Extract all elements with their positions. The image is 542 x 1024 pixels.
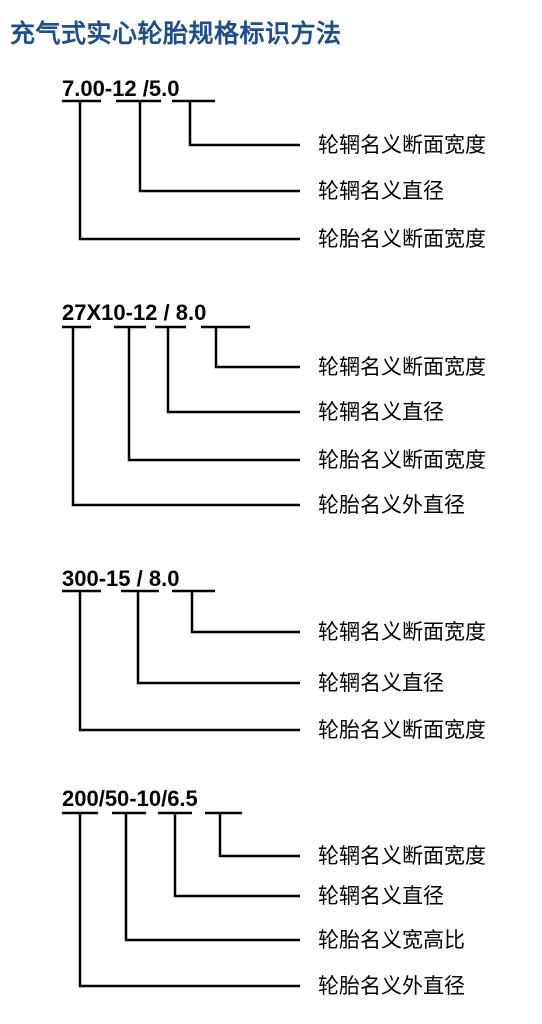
spec-label: 轮辋名义直径 bbox=[318, 179, 444, 203]
spec-code: 7.00-12 /5.0 bbox=[62, 76, 179, 101]
leader-line bbox=[166, 327, 300, 414]
leader-line bbox=[136, 591, 300, 685]
spec-label: 轮辋名义断面宽度 bbox=[318, 844, 486, 868]
spec-label: 轮胎名义断面宽度 bbox=[318, 227, 486, 251]
spec-group-1: 7.00-12 /5.0 轮辋名义断面宽度 轮辋名义直径 轮胎名义断面宽度 bbox=[62, 76, 486, 251]
spec-label: 轮胎名义断面宽度 bbox=[318, 718, 486, 742]
page-title: 充气式实心轮胎规格标识方法 bbox=[10, 19, 342, 48]
spec-label: 轮辋名义断面宽度 bbox=[318, 355, 486, 379]
spec-label: 轮胎名义断面宽度 bbox=[318, 448, 486, 472]
spec-label: 轮辋名义断面宽度 bbox=[318, 133, 486, 157]
spec-group-4: 200/50-10/6.5 轮辋名义断面宽度 轮辋名义直径 轮胎名义宽高比 轮胎… bbox=[62, 786, 486, 998]
spec-label: 轮辋名义断面宽度 bbox=[318, 620, 486, 644]
leader-line bbox=[214, 327, 300, 369]
spec-label: 轮胎名义外直径 bbox=[318, 493, 465, 517]
leader-line bbox=[218, 813, 300, 858]
leader-line bbox=[78, 813, 300, 988]
leader-line bbox=[78, 591, 300, 732]
leader-line bbox=[190, 591, 300, 634]
leader-line bbox=[188, 101, 300, 147]
leader-line bbox=[138, 101, 300, 193]
spec-code: 300-15 / 8.0 bbox=[62, 566, 179, 591]
spec-label: 轮辋名义直径 bbox=[318, 671, 444, 695]
spec-code: 27X10-12 / 8.0 bbox=[62, 300, 206, 325]
spec-code: 200/50-10/6.5 bbox=[62, 786, 198, 811]
spec-label: 轮胎名义宽高比 bbox=[318, 928, 465, 952]
leader-line bbox=[127, 327, 300, 462]
spec-group-2: 27X10-12 / 8.0 轮辋名义断面宽度 轮辋名义直径 轮胎名义断面宽度 … bbox=[62, 300, 486, 517]
spec-label: 轮辋名义直径 bbox=[318, 400, 444, 424]
spec-label: 轮胎名义外直径 bbox=[318, 974, 465, 998]
spec-group-3: 300-15 / 8.0 轮辋名义断面宽度 轮辋名义直径 轮胎名义断面宽度 bbox=[62, 566, 486, 742]
leader-line bbox=[78, 101, 300, 241]
leader-line bbox=[124, 813, 300, 942]
spec-label: 轮辋名义直径 bbox=[318, 884, 444, 908]
leader-line bbox=[71, 327, 300, 507]
leader-line bbox=[173, 813, 300, 898]
